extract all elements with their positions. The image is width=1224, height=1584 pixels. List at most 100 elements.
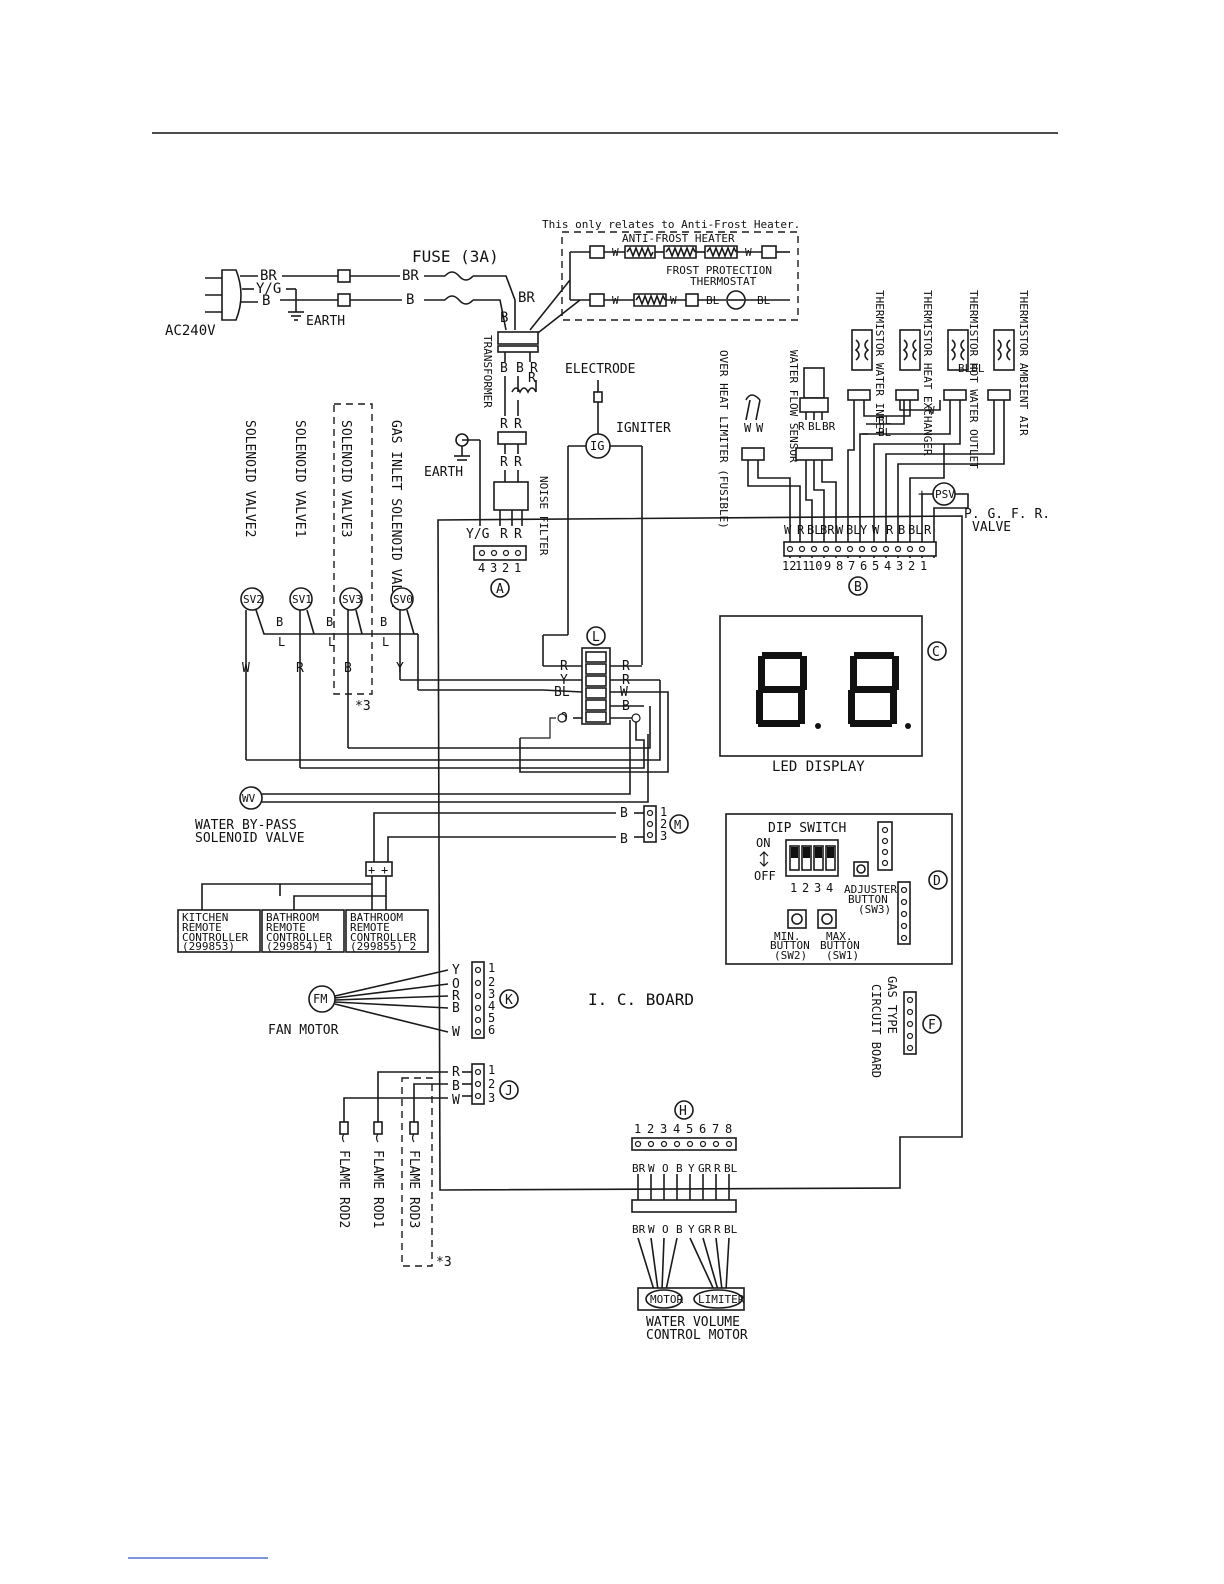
svg-text:3: 3: [896, 559, 903, 573]
power-b-label: B: [262, 293, 270, 309]
svg-text:2: 2: [647, 1122, 654, 1136]
valve-sv2-label: SOLENOID VALVE2: [242, 420, 257, 537]
max-label-3: (SW1): [826, 949, 859, 962]
connector-k-id: K: [505, 993, 513, 1008]
dip-on-label: ON: [756, 836, 770, 850]
svg-text:BLBL: BLBL: [958, 362, 985, 375]
circuit-board-label: CIRCUIT BOARD: [869, 984, 883, 1078]
sensor-labels: OVER HEAT LIMITER (FUSIBLE) WATER FLOW S…: [717, 290, 1030, 529]
remote-kitchen: [177, 909, 261, 953]
svg-text:R: R: [798, 420, 805, 433]
svg-text:B: B: [620, 806, 628, 821]
flame-rod3-dashed-box: [401, 1077, 433, 1267]
sensor-heat-exchanger-label: THERMISTOR HEAT EXCHANGER: [921, 290, 934, 456]
svg-text:10: 10: [808, 559, 822, 573]
dip-id: D: [933, 874, 941, 889]
svg-text:BL: BL: [757, 294, 771, 307]
svg-text:6: 6: [699, 1122, 706, 1136]
svg-text:+: +: [368, 863, 375, 877]
earth-symbol-2: [454, 433, 481, 526]
svg-text:1: 1: [634, 1122, 641, 1136]
svg-text:B: B: [326, 615, 333, 629]
gas-type-id-circle: [922, 1014, 942, 1034]
svg-text:BR: BR: [822, 420, 836, 433]
trans-b-label: B: [500, 310, 508, 326]
connector-a-id-circle: [490, 578, 510, 598]
svg-text:WV: WV: [242, 792, 256, 805]
svg-text:2: 2: [488, 975, 495, 989]
valve-sv2-symbol: [240, 587, 264, 611]
svg-text:GR: GR: [698, 1162, 712, 1175]
svg-text:W: W: [648, 1223, 655, 1236]
svg-text:Y: Y: [860, 523, 868, 537]
svg-text:BL: BL: [706, 294, 720, 307]
valve-sv3-label: SOLENOID VALVE3: [338, 420, 353, 537]
svg-text:REMOTE: REMOTE: [350, 921, 390, 934]
svg-text:W: W: [648, 1162, 655, 1175]
connector-b-id-circle: [848, 576, 868, 596]
svg-text:BL: BL: [846, 523, 860, 537]
remote-bathroom-1: [261, 909, 345, 953]
adjuster-label-3: (SW3): [858, 903, 891, 916]
transformer-body: [497, 331, 539, 345]
svg-text:B: B: [276, 615, 283, 629]
remote-bathroom-2: [345, 909, 429, 953]
frost-protection-label-1: FROST PROTECTION: [666, 264, 772, 277]
led-digit-2: [848, 652, 911, 729]
svg-text:Y: Y: [688, 1162, 695, 1175]
bypass-label-1: WATER BY-PASS: [195, 818, 297, 833]
led-id-circle: [927, 641, 947, 661]
svg-text:BR: BR: [632, 1223, 646, 1236]
connector-b-wire-labels: W R BL BR W BL Y W R B BL R: [784, 523, 932, 537]
svg-text:3: 3: [490, 561, 497, 575]
led-display-label: LED DISPLAY: [772, 759, 865, 775]
min-label-3: (SW2): [774, 949, 807, 962]
svg-text:B: B: [344, 661, 352, 676]
fan-motor-label: FAN MOTOR: [268, 1023, 339, 1038]
svg-text:W: W: [836, 523, 844, 537]
svg-text:BATHROOM: BATHROOM: [350, 911, 403, 924]
connector-h-body: [631, 1137, 737, 1151]
svg-text:BATHROOM: BATHROOM: [266, 911, 319, 924]
svg-text:O: O: [452, 977, 460, 992]
ic-board-outline: [437, 515, 963, 1191]
bypass-label-2: SOLENOID VALVE: [195, 831, 305, 846]
svg-text:W: W: [612, 246, 619, 259]
svg-text:L: L: [278, 635, 285, 649]
connector-a-wire-yg: Y/G: [466, 527, 490, 542]
connector-l-id: L: [592, 630, 600, 645]
svg-text:R: R: [797, 523, 805, 537]
connector-l-pins: [585, 651, 607, 723]
svg-text:BL: BL: [724, 1162, 738, 1175]
igniter-symbol-text: IG: [590, 439, 604, 453]
transformer-coil-icon: [511, 387, 537, 394]
svg-text:BR: BR: [632, 1162, 646, 1175]
trans-br-label: BR: [518, 290, 535, 306]
limiter-icon: [693, 1289, 743, 1309]
connector-b-id: B: [854, 580, 862, 595]
svg-text:R: R: [528, 371, 536, 386]
thermistor-ambient-air: [987, 329, 1015, 401]
adjuster-label-2: BUTTON: [848, 893, 888, 906]
earth-label-2: EARTH: [424, 465, 463, 480]
flame-rod3-star-note: *3: [436, 1255, 452, 1270]
sensor-hot-water-outlet-label: THERMISTOR HOT WATER OUTLET: [967, 290, 980, 469]
valve-sv0-symbol: [390, 587, 414, 611]
electrode-label: ELECTRODE: [565, 362, 635, 377]
svg-text:REMOTE: REMOTE: [182, 921, 222, 934]
svg-text:W: W: [452, 1093, 460, 1108]
svg-text:SV1: SV1: [292, 593, 312, 606]
svg-text:R: R: [296, 661, 304, 676]
svg-text:1: 1: [514, 561, 521, 575]
svg-text:W: W: [872, 523, 880, 537]
transformer-label: TRANSFORMER: [481, 335, 494, 408]
connector-h-wire-labels-top: BR W O B Y GR R BL: [632, 1162, 738, 1175]
flame-rod3-label: FLAME ROD3: [406, 1150, 421, 1228]
svg-text:7: 7: [848, 559, 855, 573]
connector-a-wire-r2: R: [514, 527, 522, 542]
svg-text:11: 11: [795, 559, 809, 573]
connector-h-wires: [637, 1174, 730, 1200]
dip-id-circle: [928, 870, 948, 890]
svg-text:R: R: [452, 989, 460, 1004]
